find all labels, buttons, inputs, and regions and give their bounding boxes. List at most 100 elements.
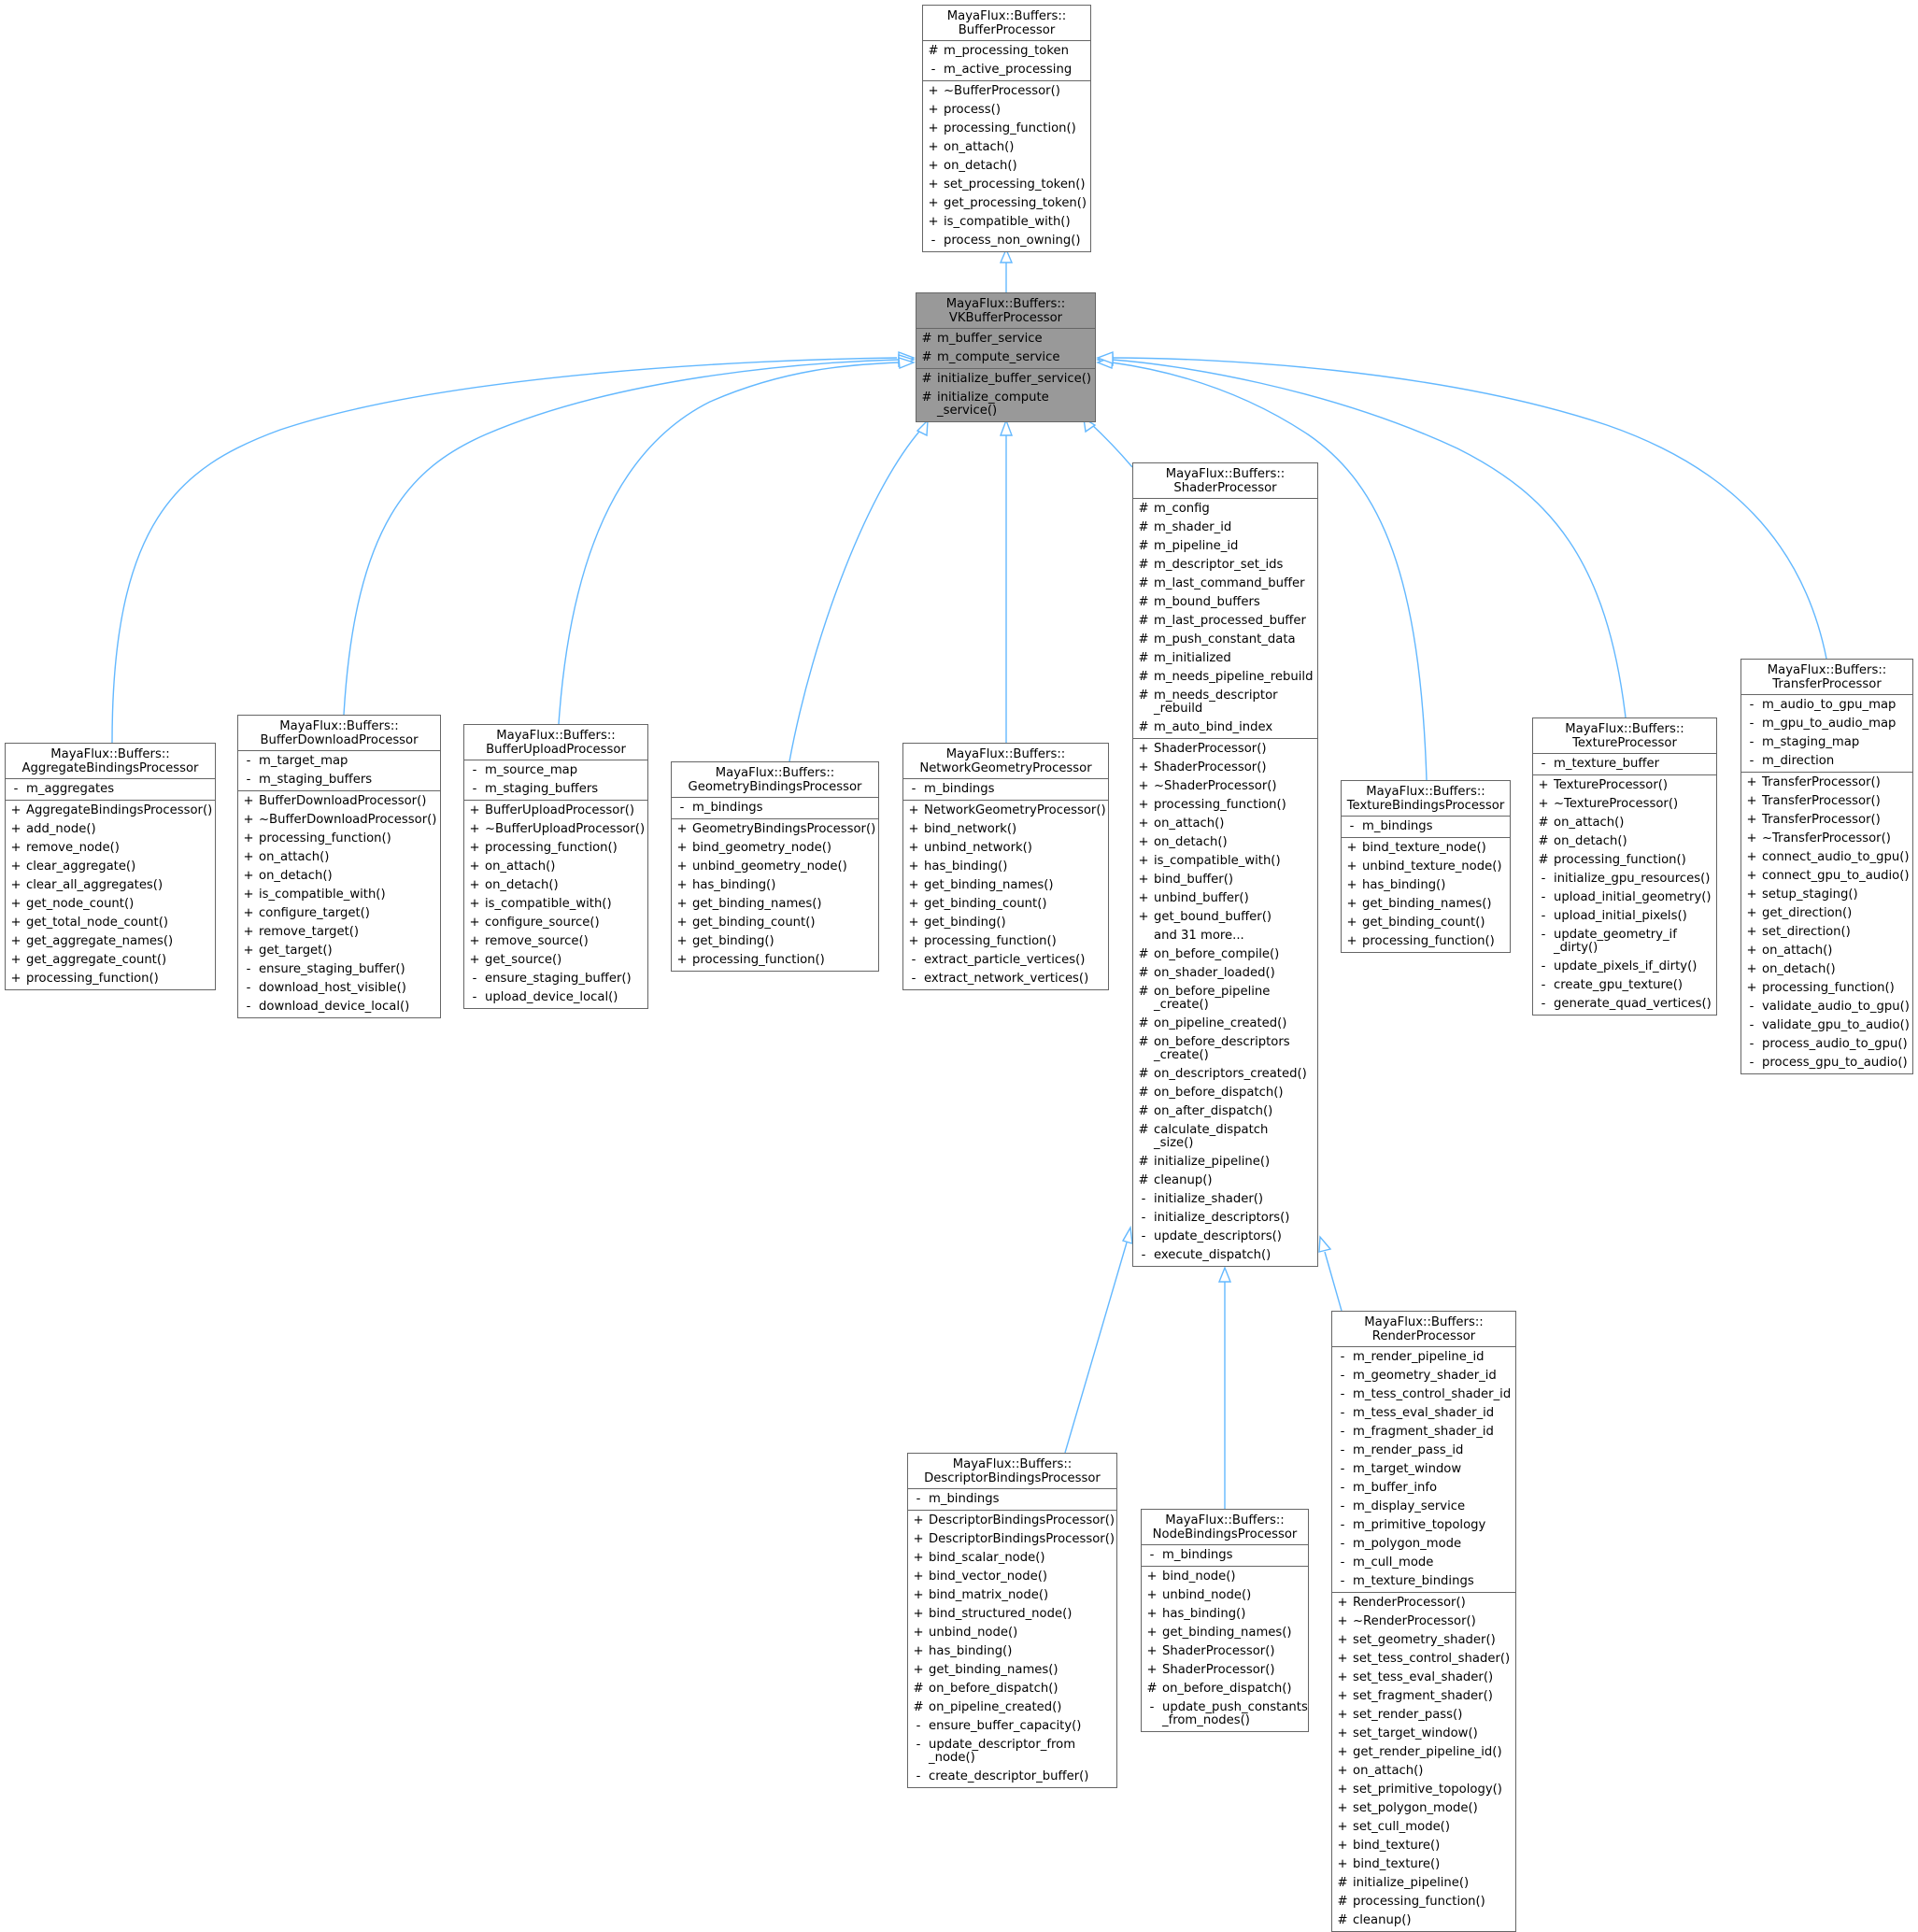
- method-row[interactable]: +process(): [923, 101, 1090, 120]
- method-row[interactable]: #on_descriptors_created(): [1133, 1065, 1317, 1084]
- method-row[interactable]: +set_tess_control_shader(): [1332, 1650, 1515, 1669]
- attribute-row[interactable]: #m_needs_pipeline_rebuild: [1133, 668, 1317, 687]
- class-box-network-geometry-processor[interactable]: MayaFlux::Buffers::NetworkGeometryProces…: [902, 743, 1109, 990]
- class-box-transfer-processor[interactable]: MayaFlux::Buffers::TransferProcessor-m_a…: [1740, 659, 1913, 1074]
- method-row[interactable]: #cleanup(): [1133, 1172, 1317, 1190]
- attribute-row[interactable]: #m_push_constant_data: [1133, 631, 1317, 649]
- method-row[interactable]: +bind_scalar_node(): [908, 1549, 1116, 1568]
- attribute-row[interactable]: #m_buffer_service: [916, 330, 1095, 348]
- method-row[interactable]: +on_detach(): [464, 876, 647, 895]
- method-row[interactable]: +BufferDownloadProcessor(): [238, 792, 440, 811]
- method-row[interactable]: +get_node_count(): [6, 895, 215, 914]
- method-row[interactable]: +configure_target(): [238, 904, 440, 923]
- method-row[interactable]: #calculate_dispatch _size(): [1133, 1121, 1317, 1153]
- method-row[interactable]: +processing_function(): [1133, 796, 1317, 815]
- class-box-aggregate-bindings-processor[interactable]: MayaFlux::Buffers::AggregateBindingsProc…: [5, 743, 216, 990]
- method-row[interactable]: +on_detach(): [1133, 833, 1317, 852]
- method-row[interactable]: +get_binding(): [903, 914, 1108, 932]
- class-box-buffer-processor[interactable]: MayaFlux::Buffers::BufferProcessor#m_pro…: [922, 5, 1091, 252]
- method-row[interactable]: -process_non_owning(): [923, 232, 1090, 250]
- method-row[interactable]: +~TextureProcessor(): [1533, 795, 1716, 814]
- class-box-buffer-download-processor[interactable]: MayaFlux::Buffers::BufferDownloadProcess…: [237, 715, 441, 1018]
- method-row[interactable]: +connect_audio_to_gpu(): [1741, 848, 1912, 867]
- attribute-row[interactable]: -m_tess_eval_shader_id: [1332, 1404, 1515, 1423]
- method-row[interactable]: +DescriptorBindingsProcessor(): [908, 1530, 1116, 1549]
- method-row[interactable]: #on_before_dispatch(): [908, 1680, 1116, 1698]
- attribute-row[interactable]: -m_bindings: [1342, 817, 1510, 836]
- method-row[interactable]: -extract_particle_vertices(): [903, 951, 1108, 970]
- method-row[interactable]: +processing_function(): [238, 830, 440, 848]
- method-row[interactable]: #on_after_dispatch(): [1133, 1102, 1317, 1121]
- attribute-row[interactable]: -m_staging_buffers: [464, 780, 647, 799]
- method-row[interactable]: #processing_function(): [1533, 851, 1716, 870]
- method-row[interactable]: +set_render_pass(): [1332, 1706, 1515, 1725]
- method-row[interactable]: #on_attach(): [1533, 814, 1716, 832]
- method-row[interactable]: +get_total_node_count(): [6, 914, 215, 932]
- method-row[interactable]: +on_detach(): [238, 867, 440, 886]
- method-row[interactable]: +~BufferDownloadProcessor(): [238, 811, 440, 830]
- method-row[interactable]: +bind_node(): [1142, 1568, 1308, 1586]
- method-row[interactable]: +on_attach(): [464, 858, 647, 876]
- method-row[interactable]: +DescriptorBindingsProcessor(): [908, 1512, 1116, 1530]
- attribute-row[interactable]: #m_config: [1133, 500, 1317, 519]
- attribute-row[interactable]: -m_texture_buffer: [1533, 755, 1716, 774]
- method-row[interactable]: -ensure_staging_buffer(): [238, 960, 440, 979]
- method-row[interactable]: +~BufferProcessor(): [923, 82, 1090, 101]
- method-row[interactable]: +bind_texture(): [1332, 1837, 1515, 1855]
- class-box-geometry-bindings-processor[interactable]: MayaFlux::Buffers::GeometryBindingsProce…: [671, 761, 879, 972]
- method-row[interactable]: +NetworkGeometryProcessor(): [903, 802, 1108, 820]
- method-row[interactable]: #initialize_pipeline(): [1332, 1874, 1515, 1893]
- method-row[interactable]: +remove_source(): [464, 932, 647, 951]
- method-row[interactable]: +is_compatible_with(): [464, 895, 647, 914]
- method-row[interactable]: #on_before_descriptors _create(): [1133, 1033, 1317, 1065]
- method-row[interactable]: +get_aggregate_count(): [6, 951, 215, 970]
- method-row[interactable]: +TextureProcessor(): [1533, 776, 1716, 795]
- method-row[interactable]: +get_binding_count(): [1342, 914, 1510, 932]
- method-row[interactable]: +unbind_node(): [1142, 1586, 1308, 1605]
- method-row[interactable]: +set_target_window(): [1332, 1725, 1515, 1743]
- method-row[interactable]: #initialize_buffer_service(): [916, 370, 1095, 389]
- method-row[interactable]: +configure_source(): [464, 914, 647, 932]
- method-row[interactable]: +clear_all_aggregates(): [6, 876, 215, 895]
- method-row[interactable]: #on_before_dispatch(): [1133, 1084, 1317, 1102]
- class-box-vk-buffer-processor[interactable]: MayaFlux::Buffers::VKBufferProcessor#m_b…: [916, 292, 1096, 422]
- method-row[interactable]: +set_cull_mode(): [1332, 1818, 1515, 1837]
- method-row[interactable]: +unbind_geometry_node(): [672, 858, 878, 876]
- method-row[interactable]: +~RenderProcessor(): [1332, 1612, 1515, 1631]
- method-row[interactable]: +on_attach(): [238, 848, 440, 867]
- attribute-row[interactable]: -m_texture_bindings: [1332, 1572, 1515, 1591]
- method-row[interactable]: +bind_geometry_node(): [672, 839, 878, 858]
- method-row[interactable]: #initialize_compute _service(): [916, 389, 1095, 420]
- attribute-row[interactable]: -m_primitive_topology: [1332, 1516, 1515, 1535]
- method-row[interactable]: +AggregateBindingsProcessor(): [6, 802, 215, 820]
- attribute-row[interactable]: #m_compute_service: [916, 348, 1095, 367]
- method-row[interactable]: +get_binding_names(): [908, 1661, 1116, 1680]
- method-row[interactable]: -download_device_local(): [238, 998, 440, 1016]
- attribute-row[interactable]: #m_pipeline_id: [1133, 537, 1317, 556]
- class-box-node-bindings-processor[interactable]: MayaFlux::Buffers::NodeBindingsProcessor…: [1141, 1509, 1309, 1732]
- method-row[interactable]: -create_descriptor_buffer(): [908, 1768, 1116, 1786]
- method-row[interactable]: +unbind_buffer(): [1133, 889, 1317, 908]
- method-row[interactable]: -process_audio_to_gpu(): [1741, 1035, 1912, 1054]
- method-row[interactable]: -update_geometry_if _dirty(): [1533, 926, 1716, 958]
- method-row[interactable]: #cleanup(): [1332, 1911, 1515, 1930]
- method-row[interactable]: -extract_network_vertices(): [903, 970, 1108, 988]
- method-row[interactable]: -upload_device_local(): [464, 988, 647, 1007]
- method-row[interactable]: +has_binding(): [908, 1642, 1116, 1661]
- attribute-row[interactable]: #m_needs_descriptor _rebuild: [1133, 687, 1317, 718]
- attribute-row[interactable]: #m_initialized: [1133, 649, 1317, 668]
- method-row[interactable]: #on_before_dispatch(): [1142, 1680, 1308, 1698]
- class-box-buffer-upload-processor[interactable]: MayaFlux::Buffers::BufferUploadProcessor…: [463, 724, 648, 1009]
- attribute-row[interactable]: -m_audio_to_gpu_map: [1741, 696, 1912, 715]
- method-row[interactable]: +is_compatible_with(): [238, 886, 440, 904]
- method-row[interactable]: +has_binding(): [903, 858, 1108, 876]
- method-row[interactable]: +remove_node(): [6, 839, 215, 858]
- attribute-row[interactable]: #m_last_processed_buffer: [1133, 612, 1317, 631]
- method-row[interactable]: +get_aggregate_names(): [6, 932, 215, 951]
- method-row[interactable]: +set_polygon_mode(): [1332, 1799, 1515, 1818]
- attribute-row[interactable]: #m_processing_token: [923, 42, 1090, 61]
- method-row[interactable]: +bind_texture_node(): [1342, 839, 1510, 858]
- method-row[interactable]: and 31 more...: [1133, 927, 1317, 945]
- method-row[interactable]: -update_push_constants _from_nodes(): [1142, 1698, 1308, 1730]
- method-row[interactable]: -validate_audio_to_gpu(): [1741, 998, 1912, 1016]
